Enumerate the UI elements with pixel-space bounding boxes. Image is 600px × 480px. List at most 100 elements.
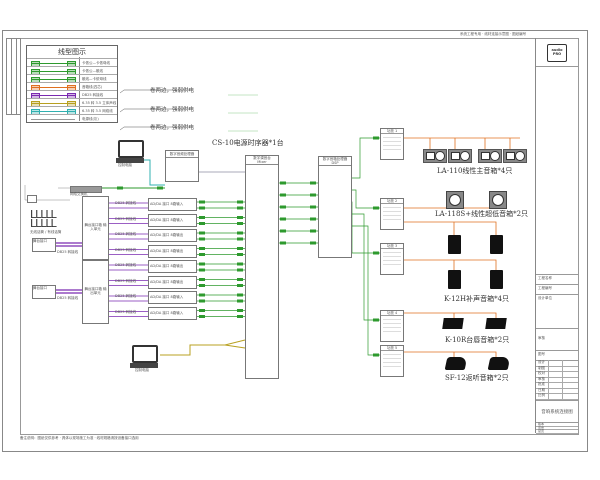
connector-plug xyxy=(199,315,205,318)
connector-plug xyxy=(237,237,243,241)
speaker-cable xyxy=(402,351,497,357)
channel-label: DB25 转接线 xyxy=(115,216,137,221)
connector-plug xyxy=(237,216,243,219)
amplifier[interactable]: 功放 5 xyxy=(380,345,404,377)
mixer[interactable]: 数字调音台 Mixer xyxy=(245,155,279,379)
network-switch xyxy=(70,186,102,193)
legend-line-swatch xyxy=(31,103,75,104)
amp-port-row xyxy=(383,366,401,367)
connector-plug xyxy=(117,186,123,190)
legend-row: DB25 转接线 xyxy=(27,90,117,99)
connector-plug xyxy=(199,237,205,241)
footer-row: 页号 xyxy=(536,426,578,431)
signoff-row: 制图 xyxy=(536,365,578,372)
monitor-speaker-icon xyxy=(487,357,511,370)
speaker-label: LA-118S+线性超低音箱*2只 xyxy=(435,210,529,218)
line-array-speaker-icon xyxy=(423,149,447,163)
speaker-label: LA-110线性主音箱*4只 xyxy=(437,167,513,175)
connector-plug xyxy=(310,229,316,233)
xlr-cable xyxy=(350,189,380,209)
laptop-top[interactable] xyxy=(116,140,144,163)
amplifier[interactable]: 功放 3 xyxy=(380,243,404,275)
connector-plug xyxy=(199,206,205,210)
logo-text-bottom: PRO xyxy=(552,52,562,56)
power-cable xyxy=(24,185,70,201)
amp-port-row xyxy=(383,319,401,320)
amp-port-row xyxy=(383,137,401,138)
legend-box: 线型图示 卡侬公—卡侬母线卡侬公—散线散线—卡侬母线音箱线(四芯)DB25 转接… xyxy=(26,45,118,123)
amplifier[interactable]: 功放 4 xyxy=(380,310,404,342)
ad-da-converter: AD/DA 接口 8路输出 xyxy=(148,229,197,242)
connector-plug xyxy=(199,247,205,250)
left-revision-strip xyxy=(6,38,21,115)
connector-plug xyxy=(237,309,243,312)
connector-plug xyxy=(199,278,205,281)
title-block: audio PRO 工程名称 工程编号 设计单位 审核 图号 设计制图校对审核批… xyxy=(535,38,578,434)
amp-port-row xyxy=(383,331,401,332)
ad-da-converter: AD/DA 接口 8路输出 xyxy=(148,244,197,258)
connector-plug xyxy=(310,193,316,197)
network-cable xyxy=(140,159,165,186)
connector-plug xyxy=(373,136,379,140)
connector-plug xyxy=(199,200,205,204)
signoff-label: 日期 xyxy=(538,387,545,392)
legend-label: 散线—卡侬母线 xyxy=(82,77,107,81)
connector-plug xyxy=(310,241,316,245)
connector-plug xyxy=(199,231,205,235)
network-switch-label: 网络交换机 xyxy=(70,192,88,196)
speaker-processor[interactable]: 数字音箱处理器 DSP xyxy=(318,156,352,258)
amplifier[interactable]: 功放 1 xyxy=(380,128,404,160)
stagebox-input-label: 舞台接口箱 输入单元 xyxy=(84,223,107,231)
speaker-label: K-10R台唇音箱*2只 xyxy=(445,336,510,344)
connector-plug xyxy=(310,205,316,209)
logo-text-top: audio xyxy=(551,48,563,52)
connector-plug xyxy=(237,278,243,281)
connector-plug xyxy=(237,284,243,287)
connector-plug xyxy=(157,186,163,190)
audio-cable xyxy=(160,339,246,356)
amplifier-label: 功放 5 xyxy=(381,346,403,351)
laptop-top-label: 控制电脑 xyxy=(118,163,132,167)
connector-plug xyxy=(199,268,205,272)
amplifier[interactable]: 功放 2 xyxy=(380,198,404,230)
xlr-cable xyxy=(350,213,380,321)
ad-da-converter: AD/DA 接口 8路输出 xyxy=(148,260,197,273)
laptop-bottom[interactable] xyxy=(130,345,158,368)
remote-box-2: 舞台接口 xyxy=(32,285,56,299)
connector-plug xyxy=(310,181,316,185)
remote-box-2-label: 舞台接口 xyxy=(33,286,47,290)
drawing-outer-frame xyxy=(2,30,588,452)
amp-port-row xyxy=(383,327,401,328)
legend-line-swatch xyxy=(31,111,75,112)
legend-label: 卡侬公—卡侬母线 xyxy=(82,61,110,65)
channel-label: DB25 转接线 xyxy=(115,247,137,252)
footer-note: 备注说明：图纸仅供参考 · 具体以现场施工为准 · 线材规格请按设备接口选用 xyxy=(20,436,139,440)
signoff-row: 批准 xyxy=(536,382,578,389)
title-block-row: 工程名称 xyxy=(538,276,552,280)
speaker-cable xyxy=(402,312,497,318)
signoff-label: 校对 xyxy=(538,371,545,375)
footer-row: 总页 xyxy=(536,429,578,434)
legend-line-swatch xyxy=(31,119,75,120)
connector-plug xyxy=(237,206,243,210)
wedge-speaker-icon xyxy=(485,318,507,329)
connector-plug xyxy=(237,231,243,235)
connector-plug xyxy=(237,293,243,297)
footer-row-label: 版本 xyxy=(538,422,545,426)
subwoofer-icon xyxy=(489,191,507,209)
drawing-inner-frame xyxy=(20,38,579,435)
converter-label: AD/DA 接口 8路输入 xyxy=(150,310,184,315)
processor-subtitle: DSP xyxy=(319,161,351,166)
legend-title: 线型图示 xyxy=(58,48,86,56)
connector-plug xyxy=(373,251,379,255)
connector-plug xyxy=(237,268,243,272)
digital-controller[interactable]: 数字音频处理器 xyxy=(165,150,199,182)
ad-da-converter: AD/DA 接口 8路输入 xyxy=(148,291,197,304)
converter-label: AD/DA 接口 8路输入 xyxy=(150,202,184,206)
stagebox-output-label: 舞台接口箱 输出单元 xyxy=(84,287,107,295)
connector-plug xyxy=(237,200,243,204)
title-block-row: 审核 xyxy=(538,336,545,340)
signoff-label: 批准 xyxy=(538,382,545,386)
power-note: 卷两边，强弱供电 xyxy=(150,88,195,94)
amp-port-row xyxy=(383,358,401,359)
